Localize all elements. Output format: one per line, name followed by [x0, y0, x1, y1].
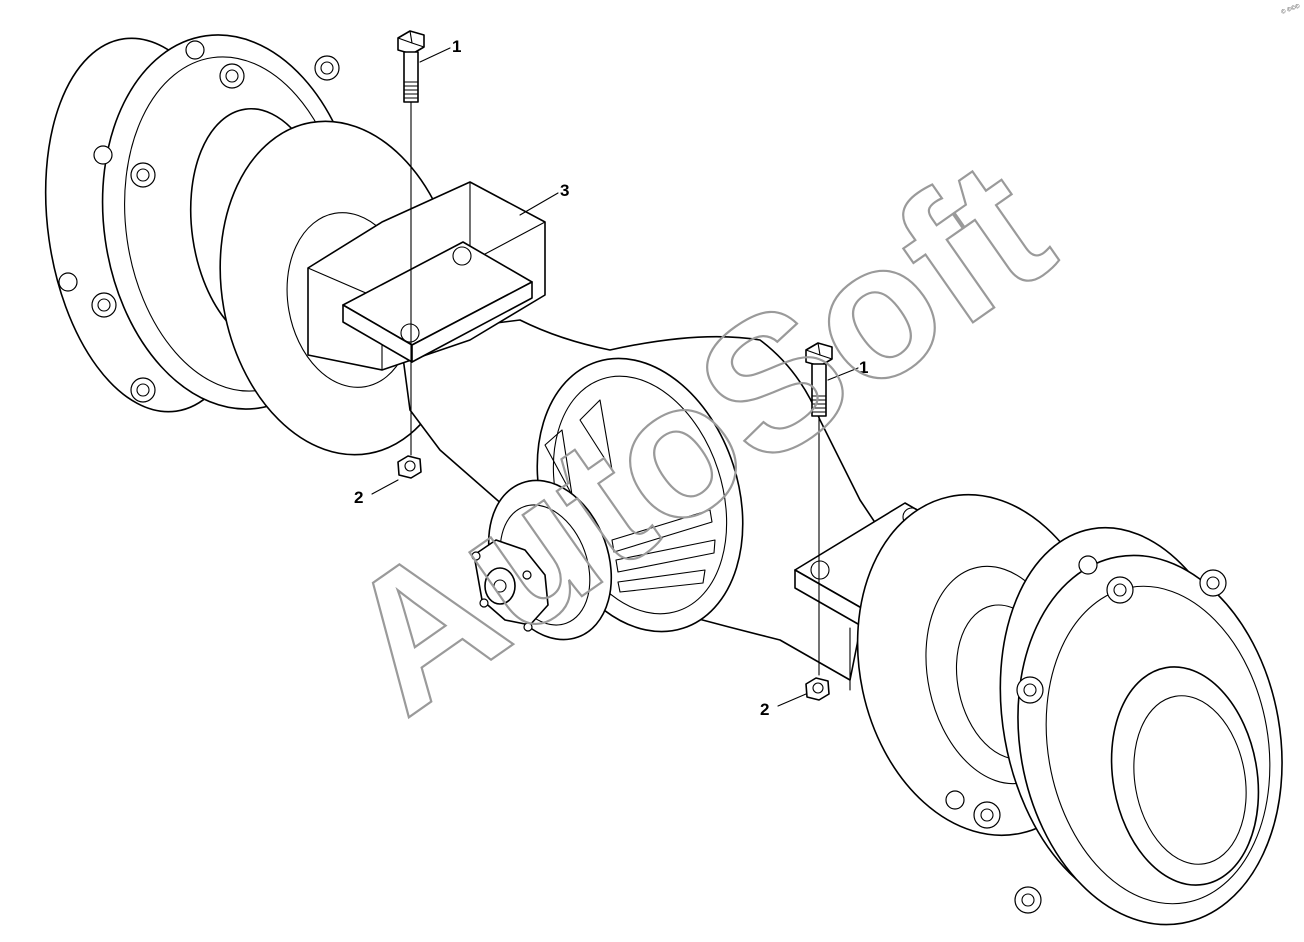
bolt-right — [805, 342, 833, 676]
callout-bolt-left: 1 — [452, 37, 461, 56]
right-wheel-hub — [945, 526, 1283, 926]
left-hub-bolts — [58, 40, 340, 403]
nut-right — [805, 677, 830, 701]
bolt-left — [397, 30, 425, 456]
callout-nut-right: 2 — [760, 700, 769, 719]
nut-left — [397, 455, 422, 479]
corner-mark: © ©©© — [1280, 2, 1301, 15]
right-hub-bolts — [945, 555, 1227, 914]
callout-bolt-right: 1 — [859, 358, 868, 377]
pinion-flange — [471, 479, 613, 641]
callout-nut-left: 2 — [354, 488, 363, 507]
leader-lines — [371, 47, 859, 707]
callout-axle-housing: 3 — [560, 181, 569, 200]
